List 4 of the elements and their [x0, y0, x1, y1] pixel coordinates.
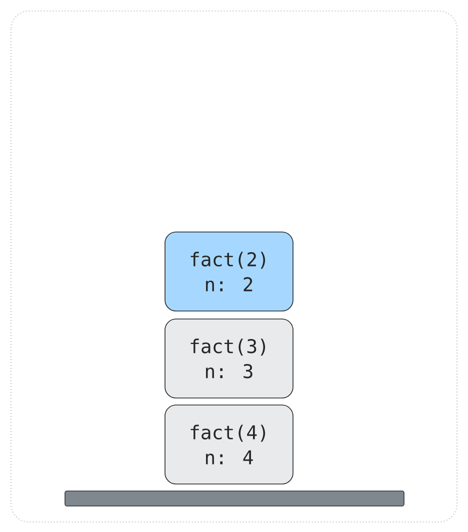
- stack-frame-box: fact(2) n: 2: [164, 232, 294, 312]
- stack-frame-box: fact(4) n: 4: [164, 404, 294, 484]
- base-bar: [64, 490, 404, 506]
- stack-frame-box: fact(3) n: 3: [164, 318, 294, 398]
